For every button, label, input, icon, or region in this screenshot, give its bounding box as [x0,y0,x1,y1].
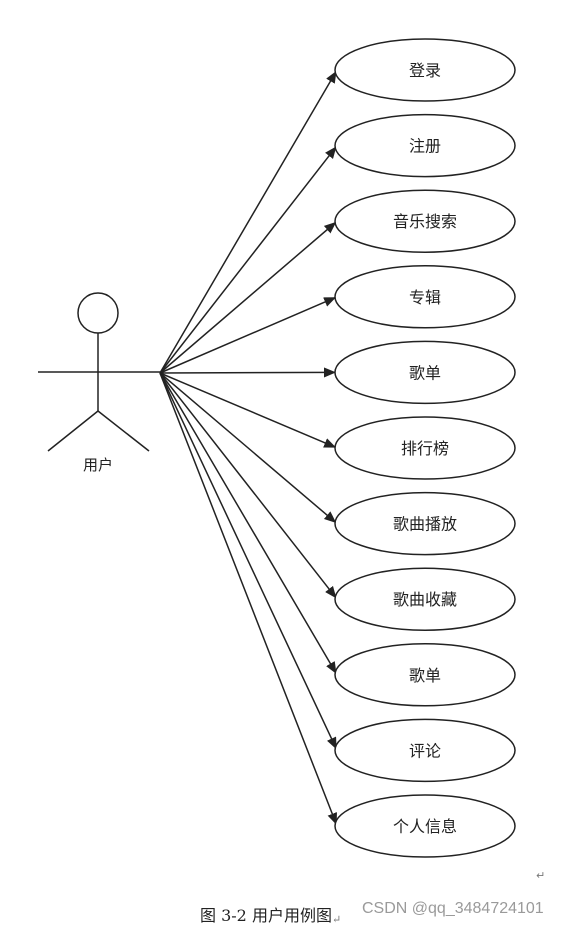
use-case-label: 注册 [409,137,441,156]
association-arrow [159,367,336,378]
use-case-label: 歌单 [409,363,441,382]
use-case-label: 评论 [409,741,441,760]
use-case-label: 登录 [409,61,441,80]
use-case-label: 歌曲收藏 [393,590,457,609]
use-case: 登录 [334,38,516,102]
actor-left-leg [47,410,99,452]
figure-caption: 图 3-2 用户用例图↵ [200,902,341,926]
use-case: 排行榜 [334,416,516,480]
use-case-ellipse [334,416,516,480]
actor-right-leg [97,410,150,452]
use-case-label: 歌单 [409,666,441,685]
association-arrow [159,372,337,599]
use-case-ellipse [334,189,516,253]
use-case-label: 个人信息 [393,817,457,836]
use-case-label: 排行榜 [401,439,449,458]
caption-return-mark: ↵ [331,913,342,926]
use-case-ellipse [334,567,516,631]
use-case-label: 专辑 [409,288,441,307]
association-arrow [159,372,337,523]
association-arrow [159,372,337,826]
use-case-ellipse [334,718,516,783]
use-case: 歌曲播放 [334,491,516,556]
association-arrow [159,146,337,374]
association-arrows [159,70,337,826]
use-case: 歌单 [334,643,516,707]
association-arrow [159,296,337,374]
use-case: 评论 [334,718,516,783]
association-arrow [159,372,337,674]
association-arrow [159,70,337,374]
use-case-ellipse [334,113,516,178]
use-case: 注册 [334,113,516,178]
use-case-ellipse [334,643,516,707]
caption-text: 图 3-2 用户用例图 [200,906,332,925]
use-case: 音乐搜索 [334,189,516,253]
use-case: 个人信息 [334,794,516,858]
association-arrow [159,372,337,448]
watermark: CSDN @qq_3484724101 [362,900,544,917]
actor-head [77,292,119,334]
actor-label: 用户 [83,456,113,474]
use-case-ellipse [334,265,516,329]
use-case-ellipse [334,491,516,556]
use-case: 歌曲收藏 [334,567,516,631]
actor-figure: 用户 [38,292,160,474]
use-case: 歌单 [334,340,516,405]
use-case-ellipse [334,38,516,102]
association-arrow [159,221,337,374]
paragraph-mark: ↵ [536,869,546,882]
use-case: 专辑 [334,265,516,329]
use-case-ellipse [334,794,516,858]
association-arrow [159,372,337,750]
use-case-label: 音乐搜索 [393,212,457,231]
use-case-ellipse [334,340,516,405]
use-case-label: 歌曲播放 [393,515,457,534]
